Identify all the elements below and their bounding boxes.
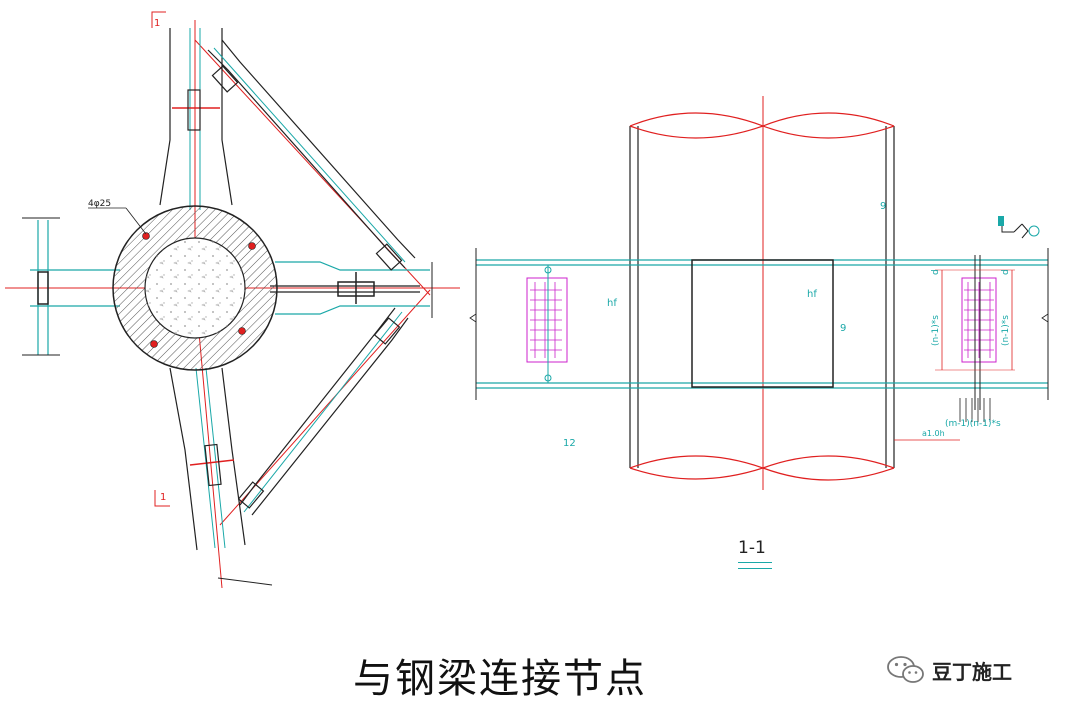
svg-text:12: 12 — [563, 438, 576, 449]
upper-diagonal-brace — [207, 39, 416, 271]
lower-flange — [169, 367, 246, 551]
svg-text:d: d — [931, 269, 941, 275]
lower-diagonal-brace — [237, 307, 409, 516]
panel-zone — [691, 259, 834, 388]
svg-text:1: 1 — [160, 492, 166, 503]
section-view: hf hf 9 9 12 d d (n-1)*s (n-1)*s (m-1)(n… — [469, 96, 1049, 490]
upper-flange — [159, 28, 233, 206]
rebar-4 — [150, 340, 158, 348]
left-bolt-grid — [530, 282, 562, 358]
brand-name: 豆丁施工 — [932, 659, 1012, 684]
svg-text:hf: hf — [807, 289, 817, 300]
svg-text:(n-1)*s: (n-1)*s — [931, 315, 941, 346]
concrete-column — [112, 205, 278, 371]
svg-text:(m-1)(n-1)*s: (m-1)(n-1)*s — [945, 419, 1001, 429]
svg-text:hf: hf — [607, 298, 617, 309]
wechat-icon — [887, 656, 924, 683]
svg-text:1: 1 — [154, 18, 160, 29]
weld-symbol — [998, 216, 1040, 239]
section-label-underline — [738, 562, 772, 569]
left-splice-plate — [526, 277, 568, 363]
cut-mark-top — [151, 11, 166, 28]
break-line-top — [629, 112, 895, 139]
left-beam — [22, 217, 120, 356]
svg-text:d: d — [1001, 269, 1011, 275]
rebar-3 — [238, 327, 246, 335]
svg-text:a1.0h: a1.0h — [922, 429, 945, 438]
brand-watermark: 豆丁施工 — [886, 650, 1012, 690]
rebar-label: 4φ25 — [88, 199, 111, 209]
svg-text:(n-1)*s: (n-1)*s — [1001, 315, 1011, 346]
svg-text:9: 9 — [840, 323, 846, 334]
rebar-2 — [248, 242, 256, 250]
right-beam — [270, 261, 433, 318]
cut-mark-bottom — [154, 490, 170, 507]
break-line-top-2 — [629, 112, 895, 139]
plan-view: 4φ25 1 1 — [5, 11, 460, 589]
right-splice-plate — [961, 277, 997, 363]
svg-text:9: 9 — [880, 201, 886, 212]
rebar-1 — [142, 232, 150, 240]
section-label: 1-1 — [738, 538, 766, 558]
right-bolt-grid — [964, 282, 994, 358]
break-line-bottom-2 — [629, 455, 895, 480]
figure-caption: 与钢梁连接节点 — [353, 656, 647, 702]
